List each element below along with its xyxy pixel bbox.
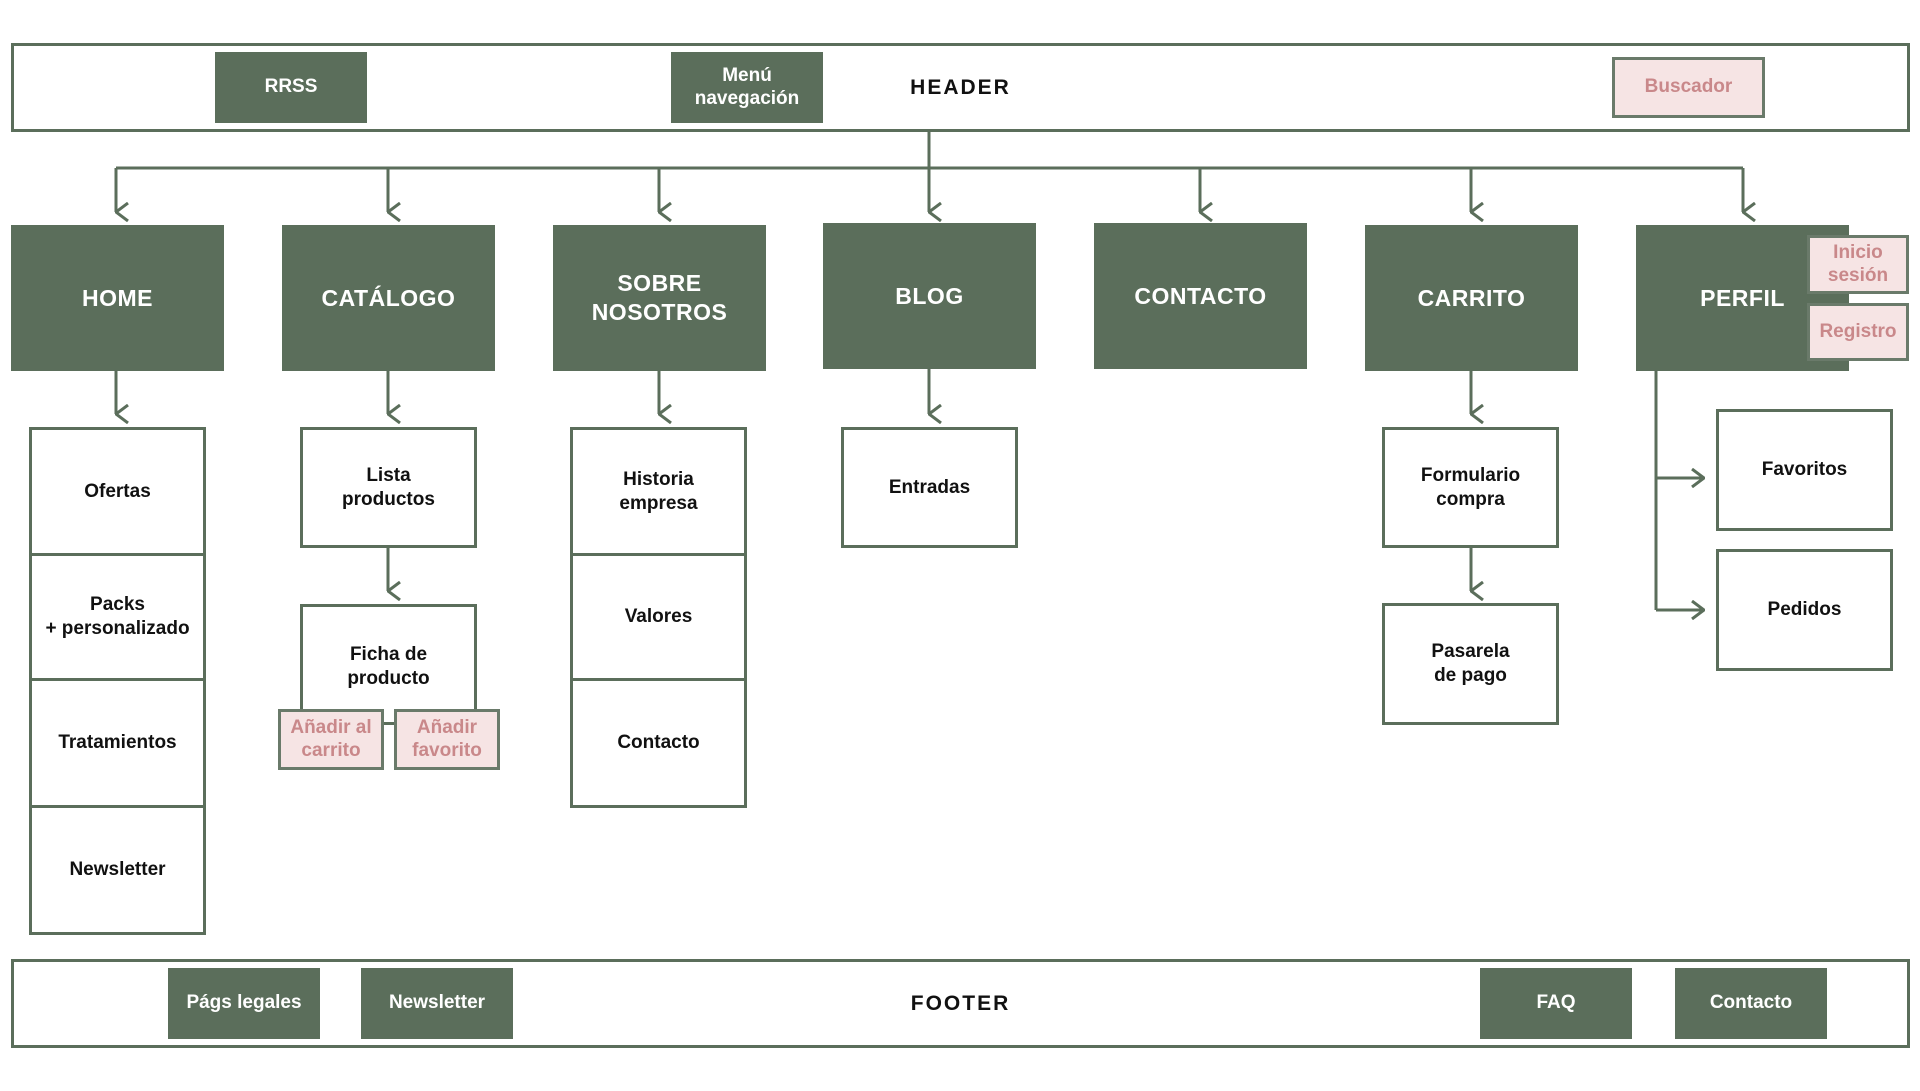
about-item-contacto[interactable]: Contacto [570, 678, 747, 808]
profile-favorites[interactable]: Favoritos [1716, 409, 1893, 531]
register-button[interactable]: Registro [1807, 303, 1909, 361]
footer-title: FOOTER [910, 991, 1011, 1015]
section-home[interactable]: HOME [11, 225, 224, 371]
about-item-valores[interactable]: Valores [570, 553, 747, 681]
home-item-packs[interactable]: Packs + personalizado [29, 553, 206, 681]
section-catalogo[interactable]: CATÁLOGO [282, 225, 495, 371]
blog-entries[interactable]: Entradas [841, 427, 1018, 548]
footer-newsletter-button[interactable]: Newsletter [361, 968, 513, 1039]
login-button[interactable]: Inicio sesión [1807, 235, 1909, 294]
footer-contact-button[interactable]: Contacto [1675, 968, 1827, 1039]
footer-faq-button[interactable]: FAQ [1480, 968, 1632, 1039]
section-carrito[interactable]: CARRITO [1365, 225, 1578, 371]
catalog-product-list[interactable]: Lista productos [300, 427, 477, 548]
section-contacto[interactable]: CONTACTO [1094, 223, 1307, 369]
add-to-favorites-button[interactable]: Añadir favorito [394, 709, 500, 770]
home-item-newsletter[interactable]: Newsletter [29, 805, 206, 935]
profile-orders[interactable]: Pedidos [1716, 549, 1893, 671]
section-sobre-nosotros[interactable]: SOBRE NOSOTROS [553, 225, 766, 371]
menu-navigation-button[interactable]: Menú navegación [671, 52, 823, 123]
catalog-product-detail[interactable]: Ficha de producto [300, 604, 477, 725]
rrss-button[interactable]: RRSS [215, 52, 367, 123]
about-item-historia[interactable]: Historia empresa [570, 427, 747, 556]
payment-gateway[interactable]: Pasarela de pago [1382, 603, 1559, 725]
home-item-ofertas[interactable]: Ofertas [29, 427, 206, 556]
checkout-form[interactable]: Formulario compra [1382, 427, 1559, 548]
header-title: HEADER [910, 75, 1011, 99]
section-blog[interactable]: BLOG [823, 223, 1036, 369]
footer-legal-pages-button[interactable]: Págs legales [168, 968, 320, 1039]
add-to-cart-button[interactable]: Añadir al carrito [278, 709, 384, 770]
home-item-tratamientos[interactable]: Tratamientos [29, 678, 206, 808]
search-button[interactable]: Buscador [1612, 57, 1765, 118]
